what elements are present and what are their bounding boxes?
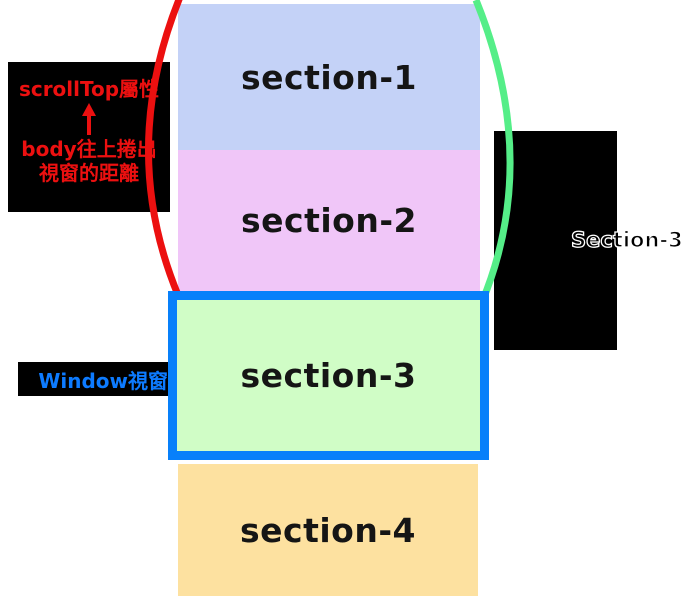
scrolltop-desc-line2: 視窗的距離 (39, 161, 139, 185)
section-4-block: section-4 (178, 464, 478, 596)
window-viewport-border: section-3 (168, 291, 489, 460)
section-3-label: section-3 (240, 356, 417, 395)
right-callout-box (494, 131, 617, 350)
section-2-block: section-2 (178, 150, 480, 291)
section-1-label: section-1 (241, 57, 417, 97)
right-callout-label: Section-3 (570, 227, 683, 252)
section-1-block: section-1 (178, 4, 480, 150)
section-4-label: section-4 (240, 510, 416, 550)
section-2-label: section-2 (241, 201, 417, 240)
scrolltop-title: scrollTop屬性 (18, 77, 160, 101)
section-3-block: section-3 (177, 300, 480, 451)
scrolltop-callout-box: scrollTop屬性 body往上捲出 視窗的距離 (8, 62, 170, 212)
window-label-bar: Window視窗 (18, 362, 172, 396)
window-label: Window視窗 (38, 368, 168, 393)
up-arrow-icon (78, 101, 100, 137)
scrolltop-desc-line1: body往上捲出 (21, 137, 157, 161)
